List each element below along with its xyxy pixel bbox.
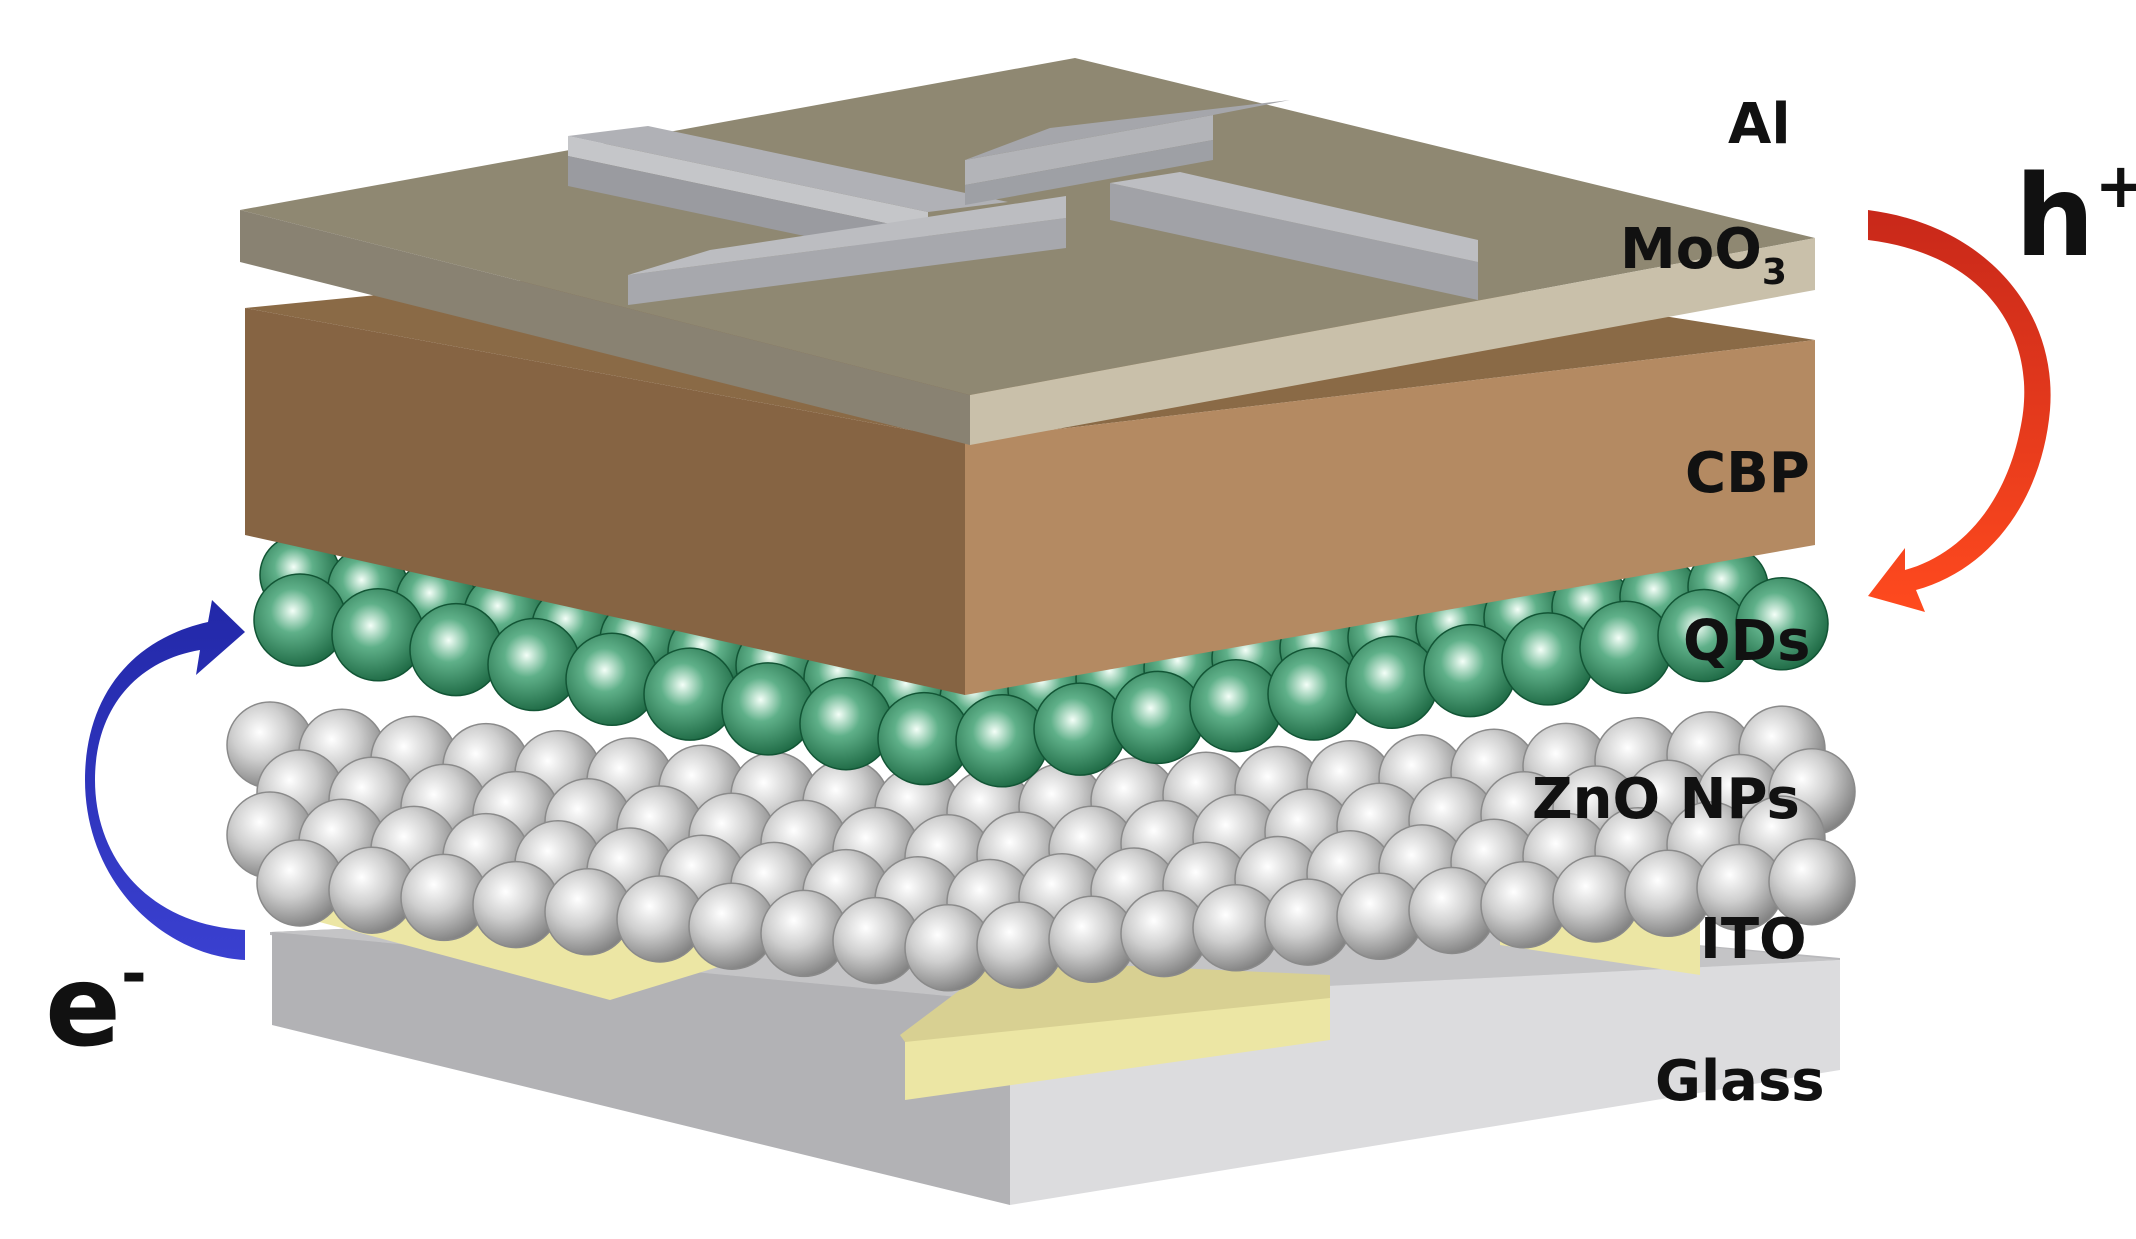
quantum-dot — [1579, 600, 1673, 694]
quantum-dot — [799, 676, 893, 771]
moo3-front-right — [970, 238, 1815, 445]
glass-front-left — [272, 932, 1010, 1205]
label-cbp: CBP — [1685, 441, 1810, 506]
quantum-dot — [409, 602, 503, 697]
quantum-dot — [1501, 612, 1595, 706]
label-hole: h+ — [2015, 149, 2136, 282]
ito-strip-bottom — [905, 995, 1330, 1100]
hole-injection-arrow — [1868, 210, 2051, 612]
label-electron-base: e — [45, 942, 121, 1072]
label-ito: ITO — [1700, 907, 1807, 972]
quantum-dot — [487, 617, 581, 712]
al-electrodes — [568, 100, 1478, 305]
label-hole-sup: + — [2095, 149, 2136, 222]
label-electron: e- — [45, 937, 147, 1072]
al-bar-4 — [1110, 172, 1478, 300]
quantum-dot — [331, 588, 425, 682]
quantum-dot — [253, 573, 347, 667]
cbp-front-right — [965, 340, 1815, 695]
label-moo3: MoO3 — [1620, 217, 1787, 293]
quantum-dot — [1033, 682, 1127, 776]
quantum-dot — [1423, 623, 1517, 718]
al-bar-2 — [965, 100, 1290, 205]
quantum-dot — [565, 632, 659, 727]
quantum-dot — [1111, 670, 1205, 765]
electron-injection-arrow — [85, 600, 245, 960]
zno-nanoparticle-layer — [226, 701, 1856, 992]
quantum-dot — [1267, 647, 1361, 741]
label-moo3-sub: 3 — [1762, 252, 1787, 293]
moo3-front-left — [240, 210, 970, 445]
quantum-dot — [1189, 658, 1283, 753]
quantum-dot — [721, 662, 815, 756]
label-hole-base: h — [2015, 152, 2095, 282]
label-moo3-base: MoO — [1620, 217, 1762, 282]
label-qds: QDs — [1683, 609, 1810, 674]
label-al: Al — [1728, 92, 1791, 157]
quantum-dot — [1345, 635, 1439, 730]
cbp-front-left — [245, 308, 965, 695]
label-glass: Glass — [1655, 1049, 1825, 1114]
quantum-dot — [643, 647, 737, 741]
label-zno: ZnO NPs — [1532, 767, 1800, 832]
al-bar-3 — [628, 196, 1066, 305]
quantum-dot — [1735, 577, 1829, 671]
quantum-dot — [955, 694, 1049, 788]
label-electron-sup: - — [121, 937, 147, 1010]
zno-nanoparticle — [1768, 837, 1856, 926]
